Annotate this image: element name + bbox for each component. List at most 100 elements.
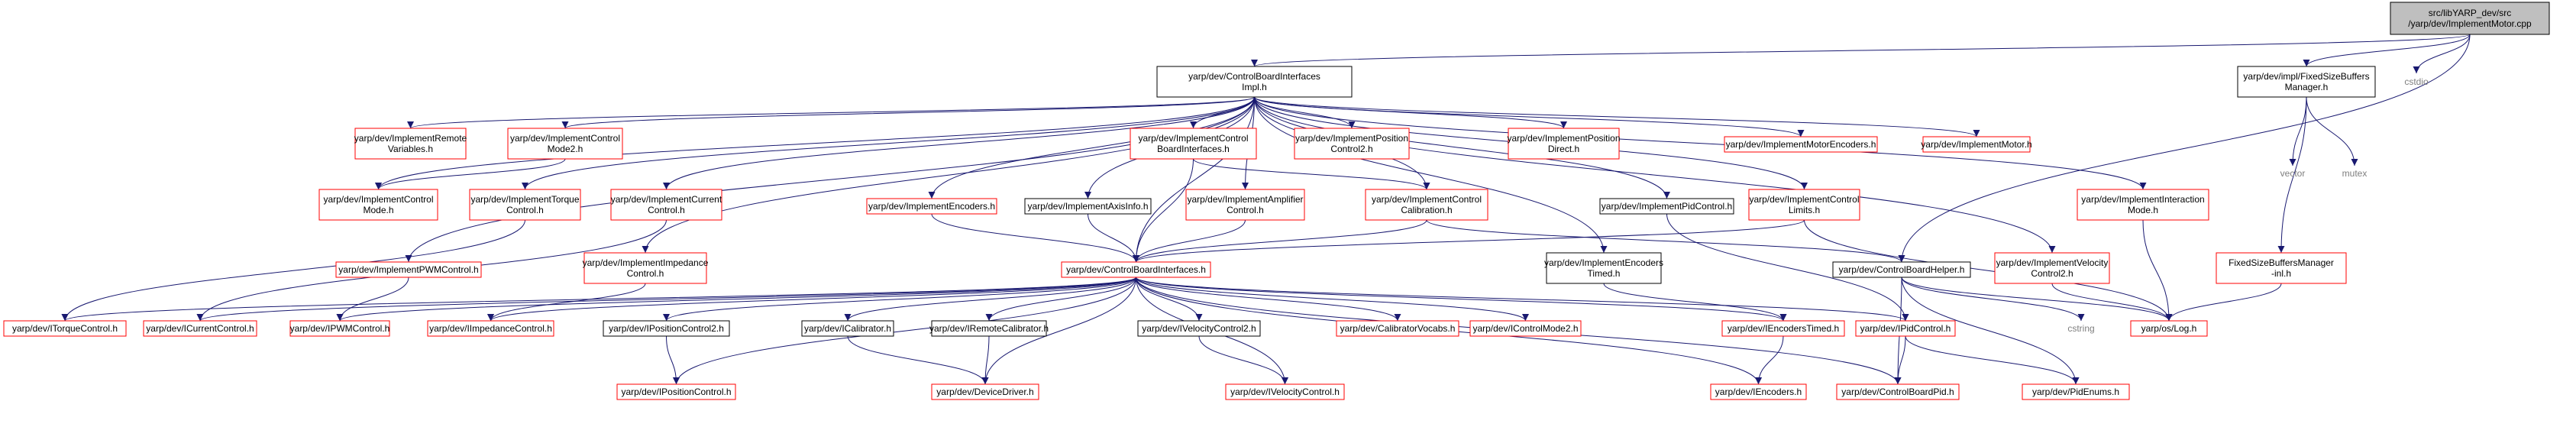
node-ipwm[interactable]: yarp/dev/ImplementPWMControl.h xyxy=(335,261,482,278)
node-box xyxy=(2390,2,2550,35)
node-mutex: mutex xyxy=(2342,168,2368,179)
edge-icalib-to-cbi xyxy=(1133,219,1427,263)
node-CalVoc[interactable]: yarp/dev/CalibratorVocabs.h xyxy=(1336,320,1459,337)
node-label: Limits.h xyxy=(1789,205,1820,215)
node-box xyxy=(289,320,390,337)
node-fsbmi[interactable]: FixedSizeBuffersManager-inl.h xyxy=(2216,252,2347,284)
node-ICM2[interactable]: yarp/dev/IControlMode2.h xyxy=(1469,320,1582,337)
node-label: yarp/dev/IVelocityControl.h xyxy=(1230,387,1340,397)
edge-cbi-to-IVel2 xyxy=(1136,277,1203,322)
node-box xyxy=(1225,383,1345,400)
node-label: Mode.h xyxy=(2128,205,2158,215)
edge-cbi-to-IImp xyxy=(487,277,1136,322)
node-label: yarp/dev/ImplementControl xyxy=(323,194,433,205)
node-IPos[interactable]: yarp/dev/IPositionControl.h xyxy=(616,383,736,400)
edge-iamp-to-cbi xyxy=(1133,219,1246,263)
node-label: yarp/dev/ImplementPWMControl.h xyxy=(338,264,478,275)
edge-iclim-to-Log xyxy=(1804,219,2173,322)
node-label: yarp/dev/IPositionControl2.h xyxy=(609,323,724,334)
node-box xyxy=(2237,66,2376,98)
node-IEncT[interactable]: yarp/dev/IEncodersTimed.h xyxy=(1721,320,1845,337)
node-ipid[interactable]: yarp/dev/ImplementPidControl.h xyxy=(1599,198,1734,215)
node-PidEnums[interactable]: yarp/dev/PidEnums.h xyxy=(2022,383,2130,400)
edge-cbii-to-icm2 xyxy=(561,96,1255,129)
node-label: yarp/dev/ImplementPosition xyxy=(1507,133,1620,144)
node-label: BoardInterfaces.h xyxy=(1157,144,1230,154)
node-IPos2[interactable]: yarp/dev/IPositionControl2.h xyxy=(603,320,730,337)
node-label: yarp/dev/IPWMControl.h xyxy=(290,323,390,334)
node-iaxis[interactable]: yarp/dev/ImplementAxisInfo.h xyxy=(1024,198,1152,215)
edge-IVel2-to-IVel xyxy=(1198,335,1288,385)
node-box xyxy=(1294,128,1410,160)
node-IVel2[interactable]: yarp/dev/IVelocityControl2.h xyxy=(1137,320,1261,337)
node-DevDrv[interactable]: yarp/dev/DeviceDriver.h xyxy=(931,383,1039,400)
node-label: FixedSizeBuffersManager xyxy=(2229,257,2334,268)
node-label: Impl.h xyxy=(1242,82,1267,92)
node-box xyxy=(1061,261,1211,278)
node-IEnc[interactable]: yarp/dev/IEncoders.h xyxy=(1710,383,1807,400)
node-box xyxy=(1721,320,1845,337)
node-label: yarp/dev/ImplementMotor.h xyxy=(1921,139,2031,150)
node-Log[interactable]: yarp/os/Log.h xyxy=(2130,320,2208,337)
edge-ivel2-to-Log xyxy=(2051,283,2173,322)
node-IPWM[interactable]: yarp/dev/IPWMControl.h xyxy=(289,320,390,337)
node-label: yarp/dev/DeviceDriver.h xyxy=(936,387,1033,397)
node-ienc[interactable]: yarp/dev/ImplementEncoders.h xyxy=(866,198,997,215)
node-cbi[interactable]: yarp/dev/ControlBoardInterfaces.h xyxy=(1061,261,1211,278)
node-label: /yarp/dev/ImplementMotor.cpp xyxy=(2408,18,2532,29)
edge-icalib-to-cbh xyxy=(1426,219,1905,263)
node-box xyxy=(1546,252,1662,284)
node-ITorque[interactable]: yarp/dev/ITorqueControl.h xyxy=(3,320,127,337)
node-label: yarp/dev/ImplementImpedance xyxy=(583,257,709,268)
node-label: yarp/dev/ImplementVelocity xyxy=(1996,257,2109,268)
edge-ipid-to-IPid xyxy=(1666,213,1909,322)
node-IImp[interactable]: yarp/dev/IImpedanceControl.h xyxy=(427,320,554,337)
edge-root-to-cbh xyxy=(1898,34,2471,263)
node-root[interactable]: src/libYARP_dev/src/yarp/dev/ImplementMo… xyxy=(2390,2,2550,35)
node-IVel[interactable]: yarp/dev/IVelocityControl.h xyxy=(1225,383,1345,400)
node-label: yarp/dev/PidEnums.h xyxy=(2032,387,2119,397)
node-imot[interactable]: yarp/dev/ImplementMotor.h xyxy=(1921,136,2032,153)
node-ICurrent[interactable]: yarp/dev/ICurrentControl.h xyxy=(143,320,257,337)
node-box xyxy=(1855,320,1956,337)
node-label: mutex xyxy=(2342,168,2368,179)
edge-iinter-to-Log xyxy=(2142,219,2173,322)
edge-cbii-to-ienc xyxy=(928,96,1255,199)
edge-cbii-to-imenc xyxy=(1254,96,1805,137)
node-fsbm[interactable]: yarp/dev/impl/FixedSizeBuffersManager.h xyxy=(2237,66,2376,98)
node-label: yarp/dev/ITorqueControl.h xyxy=(12,323,118,334)
node-ICal[interactable]: yarp/dev/ICalibrator.h xyxy=(801,320,894,337)
edge-iclim-to-cbi xyxy=(1133,219,1805,263)
node-imenc[interactable]: yarp/dev/ImplementMotorEncoders.h xyxy=(1724,136,1878,153)
node-icbi[interactable]: yarp/dev/ImplementControlBoardInterfaces… xyxy=(1130,128,1257,160)
edge-IRemCal-to-DevDrv xyxy=(981,335,990,385)
node-IPid[interactable]: yarp/dev/IPidControl.h xyxy=(1855,320,1956,337)
node-label: Control.h xyxy=(506,205,544,215)
edge-cbi-to-IRemCal xyxy=(985,277,1136,322)
node-cbh[interactable]: yarp/dev/ControlBoardHelper.h xyxy=(1832,261,1971,278)
edge-cbi-to-DevDrv xyxy=(981,277,1136,385)
node-IRemCal[interactable]: yarp/dev/IRemoteCalibrator.h xyxy=(929,320,1049,337)
edge-IEncT-to-IEnc xyxy=(1755,335,1784,385)
node-label: yarp/dev/IEncodersTimed.h xyxy=(1728,323,1839,334)
node-CBPid[interactable]: yarp/dev/ControlBoardPid.h xyxy=(1836,383,1960,400)
node-label: Direct.h xyxy=(1548,144,1579,154)
edge-iencT-to-IEncT xyxy=(1603,283,1787,322)
node-label: yarp/dev/ICurrentControl.h xyxy=(146,323,254,334)
node-box xyxy=(603,320,730,337)
